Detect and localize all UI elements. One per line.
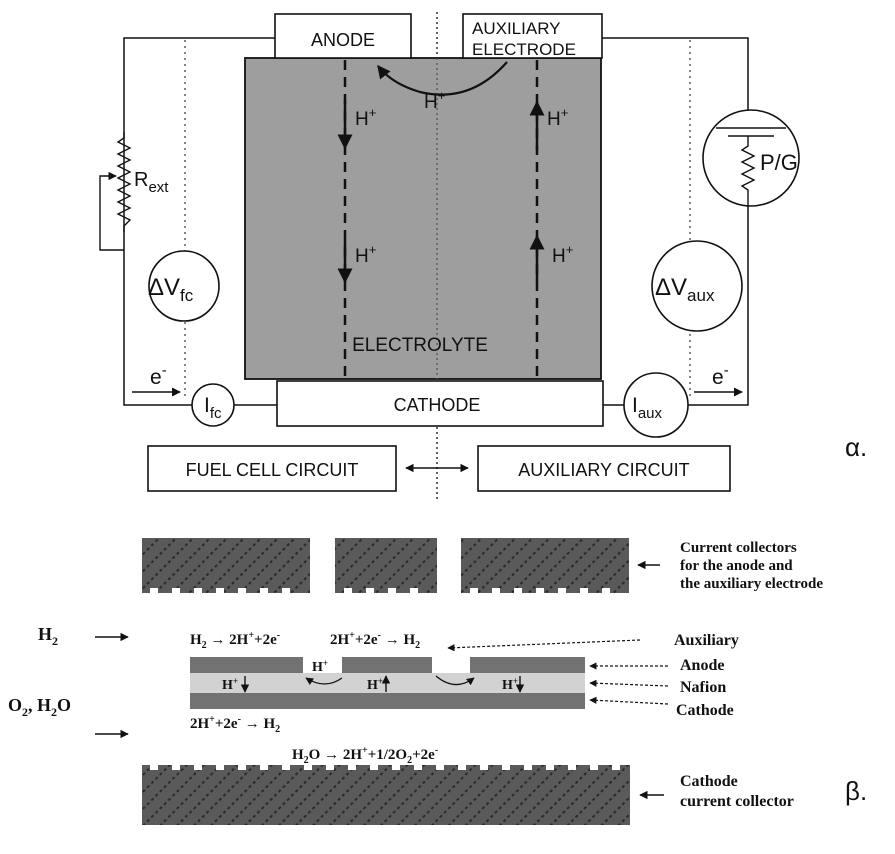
- hplus-mid-label: H+: [367, 676, 383, 693]
- cathode-box: [276, 380, 604, 427]
- panel-alpha: H+ H+ H+ H+ H+ ELECTROLYTE ANODE AUXILIA…: [99, 12, 867, 500]
- cathode-current-collector: [142, 765, 630, 825]
- i-aux-meter: [623, 372, 689, 438]
- electrolyte-block: [244, 57, 602, 380]
- anode-segment-2: [342, 657, 432, 673]
- panel-beta: Current collectors for the anode and the…: [8, 538, 867, 825]
- aux-label-line2: ELECTRODE: [472, 40, 576, 59]
- electrolyte-label: ELECTROLYTE: [352, 335, 488, 356]
- cc-top-line3: the auxiliary electrode: [680, 576, 823, 592]
- left-circuit-wire: [123, 37, 275, 406]
- nafion-layer: [190, 673, 585, 693]
- aux-label-line1: AUXILIARY: [472, 19, 561, 38]
- i-fc-label: Ifc: [204, 394, 222, 422]
- h2-input-label: H2: [38, 624, 58, 648]
- fuel-cell-circuit-box: [147, 445, 397, 492]
- fuel-cell-circuit-label: FUEL CELL CIRCUIT: [186, 460, 359, 480]
- layer-label-anode: Anode: [680, 657, 724, 674]
- auxiliary-electrode-box: [462, 13, 603, 59]
- electron-label-left: e-: [150, 362, 167, 389]
- cc-bottom-line2: current collector: [680, 793, 794, 810]
- cathode-layer: [190, 693, 585, 709]
- reaction-water: H2O → 2H++1/2O2+2e-: [292, 745, 438, 766]
- r-ext-label: Rext: [134, 169, 169, 196]
- anode-segment-1: [190, 657, 303, 673]
- pg-label: P/G: [760, 150, 798, 175]
- current-collector-1: [142, 538, 310, 593]
- o2-h2o-input-label: O2, H2O: [8, 695, 71, 719]
- layer-label-auxiliary: Auxiliary: [674, 632, 739, 649]
- h-plus-label-1: H+: [355, 105, 376, 130]
- cc-top-line2: for the anode and: [680, 558, 793, 574]
- panel-label-alpha: α.: [845, 432, 867, 462]
- cathode-label: CATHODE: [394, 395, 481, 415]
- current-collector-3: [461, 538, 629, 593]
- dv-fc-label: ΔVfc: [148, 274, 194, 305]
- curved-proton-arrow: [377, 61, 508, 96]
- i-fc-meter: [191, 383, 235, 427]
- cc-bottom-line1: Cathode: [680, 773, 738, 790]
- h-plus-label-2: H+: [355, 242, 376, 267]
- dv-aux-meter: [651, 240, 743, 332]
- anode-label: ANODE: [311, 30, 375, 50]
- h-plus-label-4: H+: [552, 242, 573, 267]
- h-plus-label-top: H+: [424, 88, 445, 113]
- reaction-cathode-h2: 2H++2e- → H2: [190, 714, 280, 735]
- right-circuit-wire: [602, 37, 749, 406]
- layer-label-cathode: Cathode: [676, 702, 734, 719]
- auxiliary-circuit-label: AUXILIARY CIRCUIT: [518, 460, 689, 480]
- panel-label-beta: β.: [845, 776, 867, 806]
- h-plus-label-3: H+: [547, 105, 568, 130]
- dv-aux-label: ΔVaux: [655, 274, 715, 305]
- hplus-left-label: H+: [222, 676, 238, 693]
- anode-box: [274, 13, 412, 59]
- layer-label-nafion: Nafion: [680, 679, 726, 696]
- auxiliary-segment: [470, 657, 585, 673]
- cc-top-line1: Current collectors: [680, 540, 797, 556]
- current-collector-2: [335, 538, 437, 593]
- hplus-right-label: H+: [502, 676, 518, 693]
- reaction-anode: H2 → 2H++2e-: [190, 630, 280, 651]
- reaction-auxiliary: 2H++2e- → H2: [330, 630, 420, 651]
- resistor-tap: [99, 171, 124, 251]
- resistor-symbol: [116, 132, 132, 232]
- auxiliary-circuit-box: [477, 445, 731, 492]
- dv-fc-meter: [148, 250, 220, 322]
- i-aux-label: Iaux: [632, 394, 663, 422]
- hplus-gap-label: H+: [312, 658, 328, 675]
- electron-label-right: e-: [712, 362, 729, 389]
